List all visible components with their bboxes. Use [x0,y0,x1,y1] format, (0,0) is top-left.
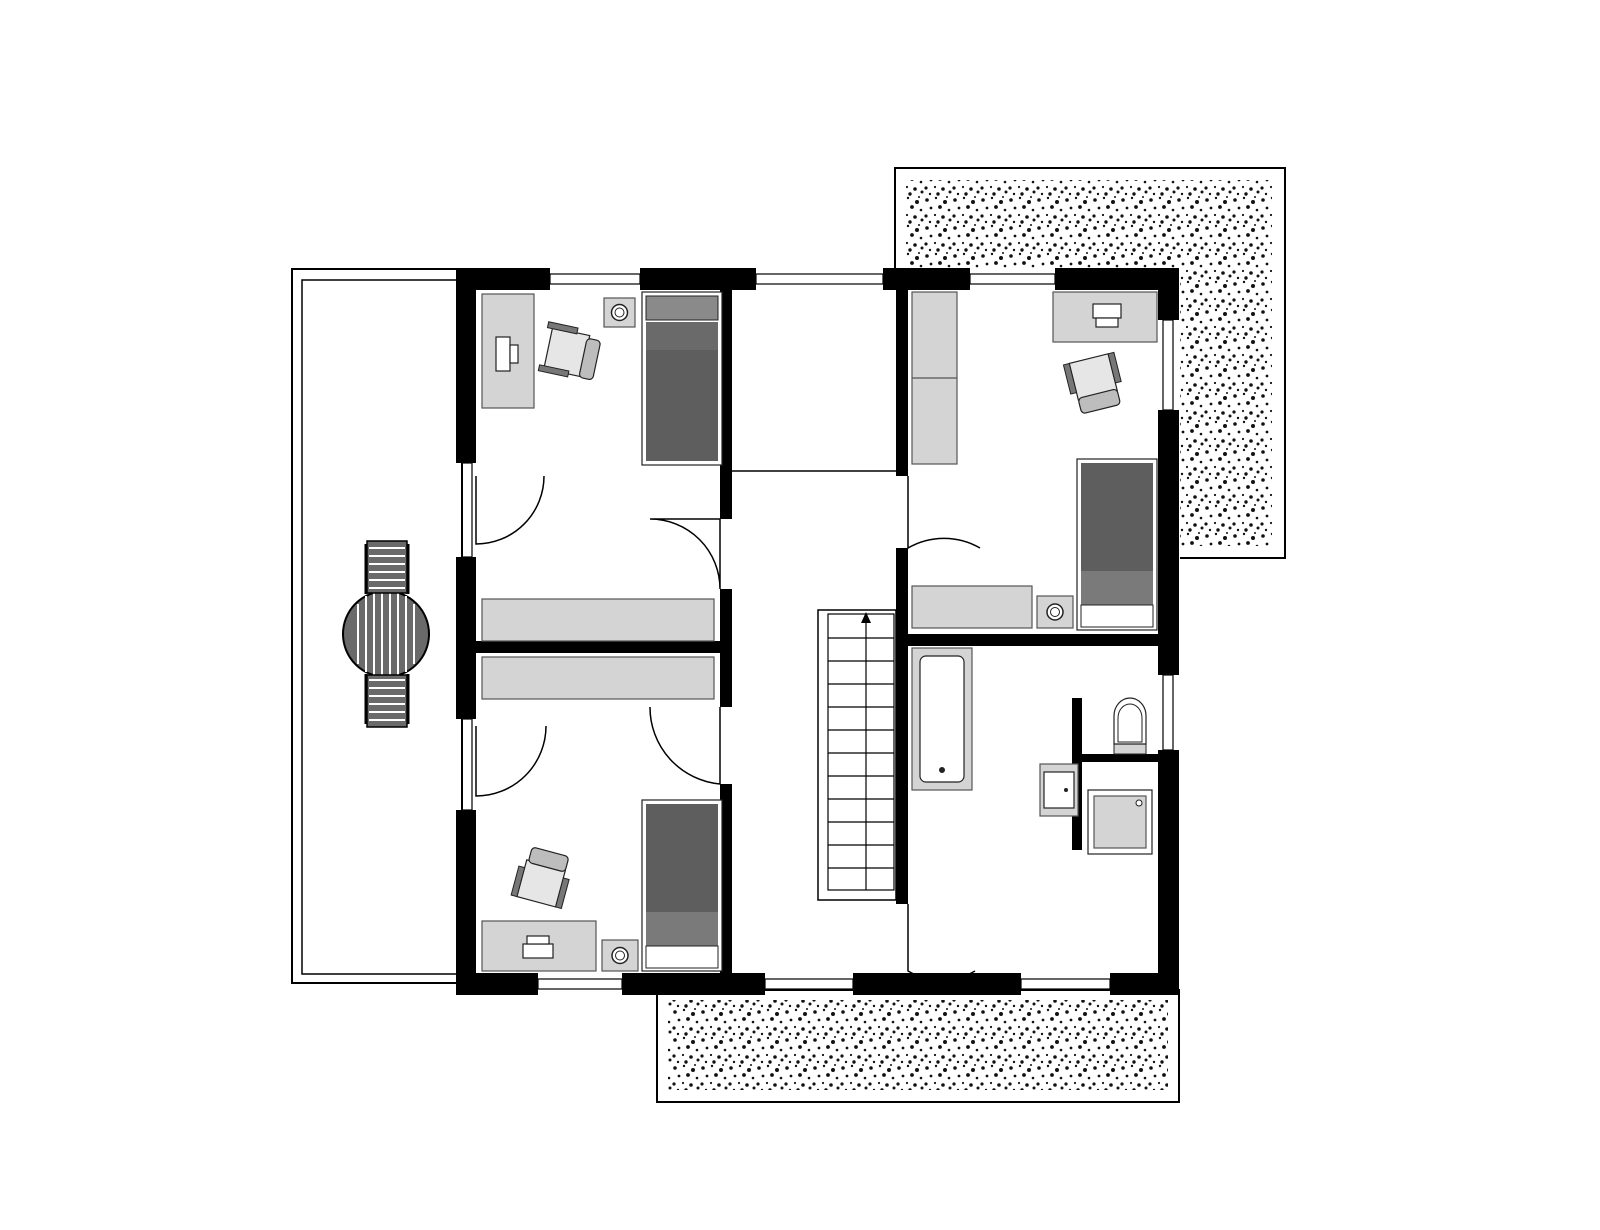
windows [461,273,1174,990]
dresser-icon [911,585,1033,629]
office-chair-icon [537,321,601,381]
gravel-bed-south [656,989,1180,1103]
toilet-icon [1113,697,1147,755]
bed-icon [641,291,723,466]
shower-icon [1087,789,1153,855]
sink-icon [1039,763,1079,817]
bed-icon [1076,458,1158,631]
bench-icon [364,540,410,594]
bathroom [911,647,1153,855]
bench-icon [364,674,410,728]
wardrobe-icon [911,291,958,465]
laptop-icon [522,935,554,959]
round-table-icon [342,590,430,678]
wardrobe-icon [481,598,715,642]
bedroom-northwest [481,291,723,642]
staircase [817,609,897,901]
laptop-icon [495,336,519,372]
bin-icon [603,297,636,328]
bin-icon [1036,595,1074,629]
doors [475,475,981,981]
office-chair-icon [1062,351,1122,414]
wardrobe-icon [481,656,715,700]
laptop-icon [1092,303,1122,328]
bathtub-icon [911,647,973,791]
interior-walls [470,268,1168,984]
bin-icon [601,939,639,972]
office-chair-icon [510,847,570,910]
stair-arrow-icon [861,612,871,890]
bed-icon [641,799,723,972]
bedroom-northeast [911,291,1158,631]
bedroom-southwest [481,656,723,972]
